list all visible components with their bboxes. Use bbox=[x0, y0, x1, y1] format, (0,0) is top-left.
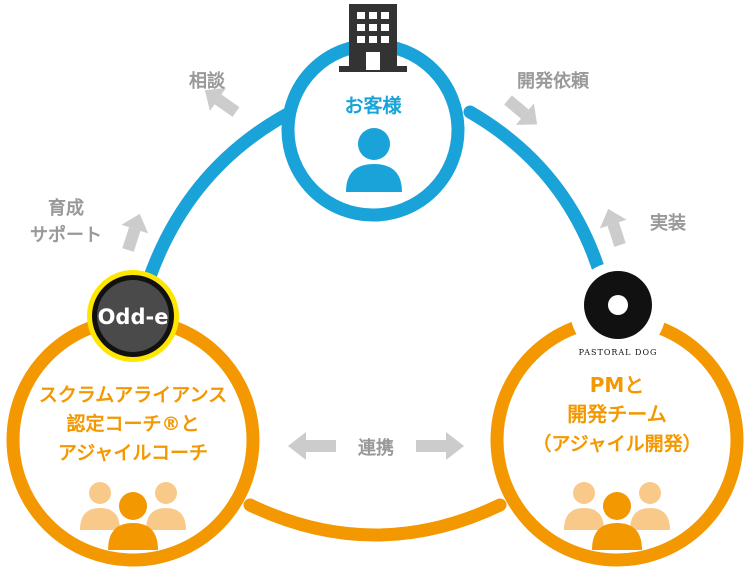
customer-label: お客様 bbox=[344, 94, 402, 117]
training-label-line2: サポート bbox=[30, 224, 102, 246]
group-icon bbox=[80, 482, 186, 550]
building-icon bbox=[339, 4, 407, 72]
arrow-training-icon bbox=[121, 213, 149, 252]
arrow-consult-icon bbox=[204, 87, 240, 117]
coach-label-line1: スクラムアライアンス bbox=[39, 384, 227, 406]
training-label-line1: 育成 bbox=[48, 197, 84, 219]
team-label-line2: 開発チーム bbox=[567, 402, 666, 426]
request-label: 開発依頼 bbox=[517, 70, 590, 92]
team-label-line1: PMと bbox=[590, 373, 645, 397]
pastoral-dog-logo: PASTORAL DOG bbox=[570, 262, 666, 358]
arrow-request-icon bbox=[504, 95, 538, 125]
odd-e-logo-text: Odd-e bbox=[98, 305, 169, 329]
blue-connector-arc-left bbox=[141, 98, 312, 289]
arrow-implementation-icon bbox=[599, 208, 627, 247]
team-label-line3: （アジャイル開発） bbox=[532, 432, 701, 455]
blue-connector-arc-right bbox=[463, 105, 609, 287]
odd-e-logo: Odd-e bbox=[87, 270, 179, 362]
collaboration-label: 連携 bbox=[358, 437, 394, 459]
orange-connector-arc-bottom bbox=[243, 498, 507, 542]
consult-label: 相談 bbox=[189, 70, 226, 92]
coach-label-line3: アジャイルコーチ bbox=[58, 442, 208, 464]
coach-label-line2: 認定コーチ®と bbox=[66, 412, 199, 435]
person-icon bbox=[346, 128, 402, 192]
group-icon bbox=[564, 482, 670, 550]
arrow-collaboration-icon bbox=[288, 432, 464, 460]
implementation-label: 実装 bbox=[650, 212, 686, 234]
pastoral-dog-logo-text: PASTORAL DOG bbox=[579, 348, 658, 357]
